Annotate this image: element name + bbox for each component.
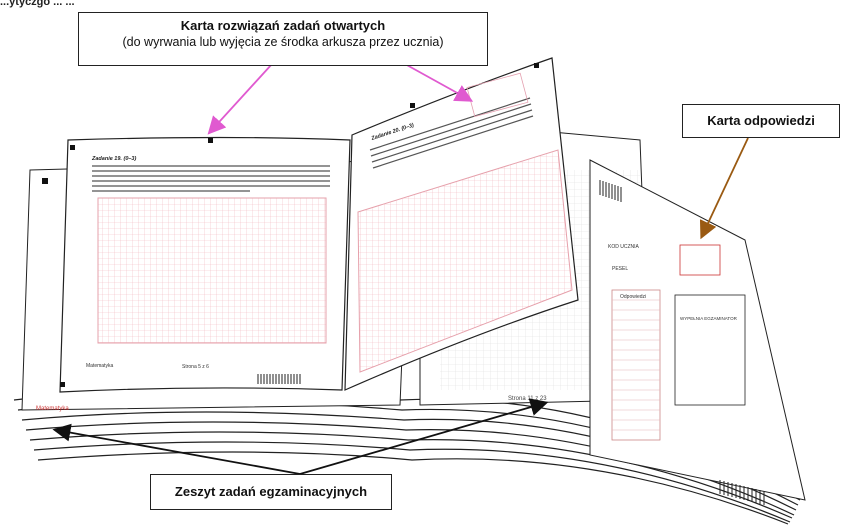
arrow-to-right-open-page [404,63,474,102]
callout-booklet: Zeszyt zadań egzaminacyjnych [150,474,392,510]
left-page-number: Strona 5 z 6 [182,364,209,370]
left-page-footer: Matematyka [86,363,113,369]
callout-open-answers-subtitle: (do wyrwania lub wyjęcia ze środka arkus… [122,35,444,49]
callout-booklet-title: Zeszyt zadań egzaminacyjnych [174,484,368,499]
arrow-to-booklet-right [299,398,549,475]
arrow-to-left-open-page [207,63,273,135]
answer-barcode-bottom [719,480,765,505]
open-left-page: Zadanie 19. (0–3) Matematyka Strona 5 z … [59,136,351,393]
examiner-heading: WYPEŁNIA EGZAMINATOR [680,316,738,321]
callout-open-answers: Karta rozwiązań zadań otwartych (do wyrw… [78,12,488,66]
left-task-heading: Zadanie 19. (0–3) [91,156,136,162]
student-code-label: KOD UCZNIA [608,244,640,250]
right-page-number: Strona 11 z 23 [508,396,547,402]
pesel-label: PESEL [612,266,628,272]
header-cut-text: ...ytyczgo ... ... [0,0,75,8]
answer-sheet: KOD UCZNIA PESEL Odpowiedzi WYPEŁNIA EGZ… [589,159,806,505]
answer-barcode-top [599,180,622,202]
arrow-to-booklet-left [52,423,301,475]
bottom-left-label: Matematyka [36,406,69,412]
callout-answer-sheet-title: Karta odpowiedzi [707,113,815,128]
answers-heading: Odpowiedzi [620,294,646,300]
left-page-barcode [257,374,301,384]
open-right-page: Zadanie 20. (0–3) [344,57,579,391]
arrow-to-answer-sheet [699,137,749,240]
callout-open-answers-title: Karta rozwiązań zadań otwartych [180,18,386,33]
callout-answer-sheet: Karta odpowiedzi [682,104,840,138]
